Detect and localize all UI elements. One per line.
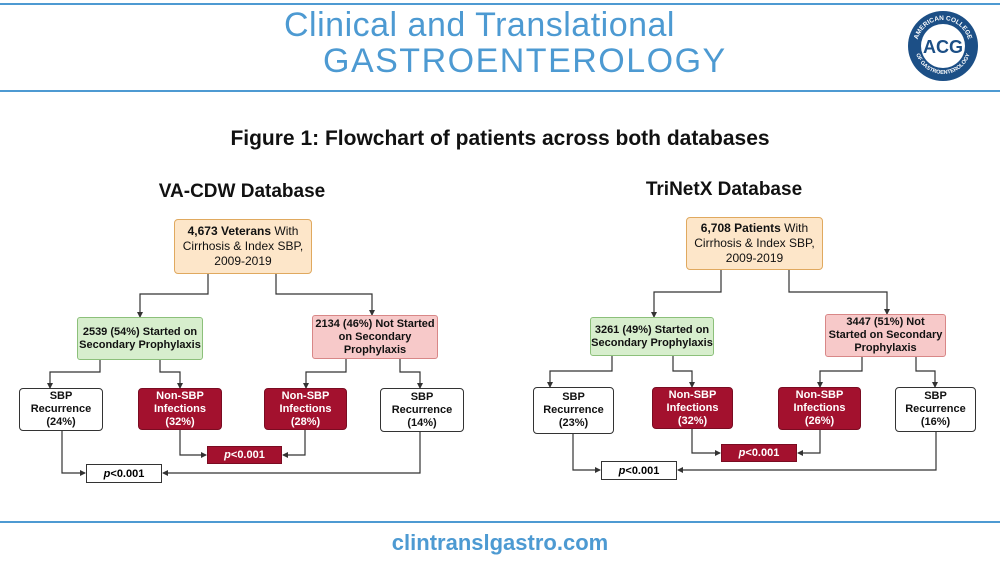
left-started-label: 2539 (54%) Started on Secondary Prophyla… bbox=[79, 325, 201, 351]
right-not-started-box: 3447 (51%) Not Started on Secondary Prop… bbox=[825, 314, 946, 357]
left-leaf2-label: Non-SBP Infections (32%) bbox=[154, 389, 206, 428]
journal-title-line1: Clinical and Translational bbox=[284, 6, 675, 44]
right-p-infection-value: <0.001 bbox=[745, 447, 780, 459]
left-leaf-non-sbp-1: Non-SBP Infections (32%) bbox=[138, 388, 222, 430]
left-leaf3-label: Non-SBP Infections (28%) bbox=[279, 389, 332, 428]
left-p-recurrence-p: p bbox=[103, 467, 111, 480]
left-root-line3: 2009-2019 bbox=[214, 254, 272, 268]
left-p-recurrence: p <0.001 bbox=[86, 464, 162, 483]
right-leaf-sbp-recurrence-1: SBP Recurrence (23%) bbox=[533, 387, 614, 434]
left-root-line2: Cirrhosis & Index SBP, bbox=[182, 239, 304, 253]
left-database-title: VA-CDW Database bbox=[158, 181, 326, 202]
left-leaf1-label: SBP Recurrence (24%) bbox=[30, 390, 92, 428]
right-leaf3-label: Non-SBP Infections (26%) bbox=[793, 389, 846, 427]
header-bottom-rule bbox=[0, 90, 1000, 92]
right-p-infection-p: p bbox=[738, 447, 746, 459]
left-p-recurrence-value: <0.001 bbox=[110, 467, 145, 480]
right-connector-root-started bbox=[653, 270, 722, 317]
figure-title: Figure 1: Flowchart of patients across b… bbox=[230, 127, 770, 150]
left-not-started-label: 2134 (46%) Not Started on Secondary Prop… bbox=[315, 317, 435, 356]
left-connector-leaf3-pinf bbox=[283, 430, 306, 456]
left-p-infection-value: <0.001 bbox=[230, 449, 265, 461]
right-leaf4-label: SBP Recurrence (16%) bbox=[905, 390, 966, 428]
left-p-infection-p: p bbox=[224, 449, 231, 461]
left-connector-root-notstarted bbox=[275, 274, 373, 315]
left-root-box: 4,673 Veterans With Cirrhosis & Index SB… bbox=[174, 219, 312, 274]
right-started-label: 3261 (49%) Started on Secondary Prophyla… bbox=[591, 323, 713, 349]
footer-top-rule bbox=[0, 521, 1000, 523]
right-leaf1-label: SBP Recurrence (23%) bbox=[543, 391, 604, 429]
right-root-box: 6,708 Patients With Cirrhosis & Index SB… bbox=[686, 217, 823, 270]
journal-url[interactable]: clintranslgastro.com bbox=[391, 530, 609, 555]
right-not-started-label: 3447 (51%) Not Started on Secondary Prop… bbox=[828, 316, 943, 354]
right-root-line3: 2009-2019 bbox=[725, 251, 784, 265]
right-connector-leaf4-prec bbox=[678, 432, 937, 471]
right-p-recurrence-value: <0.001 bbox=[625, 464, 660, 477]
right-started-box: 3261 (49%) Started on Secondary Prophyla… bbox=[590, 317, 714, 356]
right-connector-leaf1-prec bbox=[572, 434, 600, 471]
right-database-title: TriNetX Database bbox=[645, 179, 803, 200]
left-connector-leaf1-prec bbox=[61, 431, 85, 474]
acg-logo: AMERICAN COLLEGE OF GASTROENTEROLOGY ACG bbox=[908, 11, 978, 81]
left-connector-notstarted-leaf4 bbox=[399, 359, 421, 388]
right-connector-started-leaf2 bbox=[672, 356, 693, 387]
journal-title-line2: GASTROENTEROLOGY bbox=[323, 42, 727, 80]
right-p-recurrence: p <0.001 bbox=[601, 461, 677, 480]
left-leaf-sbp-recurrence-2: SBP Recurrence (14%) bbox=[380, 388, 464, 432]
left-connector-leaf2-pinf bbox=[179, 430, 206, 456]
right-connector-leaf3-pinf bbox=[798, 430, 821, 454]
right-connector-leaf2-pinf bbox=[691, 429, 720, 454]
right-leaf-non-sbp-1: Non-SBP Infections (32%) bbox=[652, 387, 733, 429]
left-not-started-box: 2134 (46%) Not Started on Secondary Prop… bbox=[312, 315, 438, 359]
left-p-infection: p <0.001 bbox=[207, 446, 282, 464]
right-root-with: With bbox=[780, 221, 809, 235]
left-connector-root-started bbox=[139, 274, 209, 317]
right-root-line2: Cirrhosis & Index SBP, bbox=[694, 236, 815, 250]
right-connector-started-leaf1 bbox=[549, 356, 613, 387]
right-leaf2-label: Non-SBP Infections (32%) bbox=[666, 388, 719, 427]
right-p-infection: p <0.001 bbox=[721, 444, 797, 462]
left-root-count: 4,673 Veterans bbox=[187, 224, 272, 238]
left-leaf-sbp-recurrence-1: SBP Recurrence (24%) bbox=[19, 388, 103, 431]
right-connector-notstarted-leaf4 bbox=[915, 357, 936, 387]
right-p-recurrence-p: p bbox=[618, 464, 626, 477]
right-connector-root-notstarted bbox=[788, 270, 888, 314]
left-started-box: 2539 (54%) Started on Secondary Prophyla… bbox=[77, 317, 203, 360]
left-connector-notstarted-leaf3 bbox=[305, 359, 347, 388]
right-leaf-non-sbp-2: Non-SBP Infections (26%) bbox=[778, 387, 861, 430]
left-connector-started-leaf2 bbox=[159, 360, 181, 388]
right-leaf-sbp-recurrence-2: SBP Recurrence (16%) bbox=[895, 387, 976, 432]
right-connector-notstarted-leaf3 bbox=[819, 357, 863, 387]
left-root-with: With bbox=[271, 224, 299, 238]
logo-text: ACG bbox=[923, 37, 963, 57]
left-connector-started-leaf1 bbox=[49, 360, 101, 388]
left-leaf-non-sbp-2: Non-SBP Infections (28%) bbox=[264, 388, 347, 430]
left-leaf4-label: SBP Recurrence (14%) bbox=[391, 390, 453, 429]
header-top-rule bbox=[0, 3, 1000, 5]
right-root-count: 6,708 Patients bbox=[700, 221, 781, 235]
left-connector-leaf4-prec bbox=[163, 432, 421, 474]
